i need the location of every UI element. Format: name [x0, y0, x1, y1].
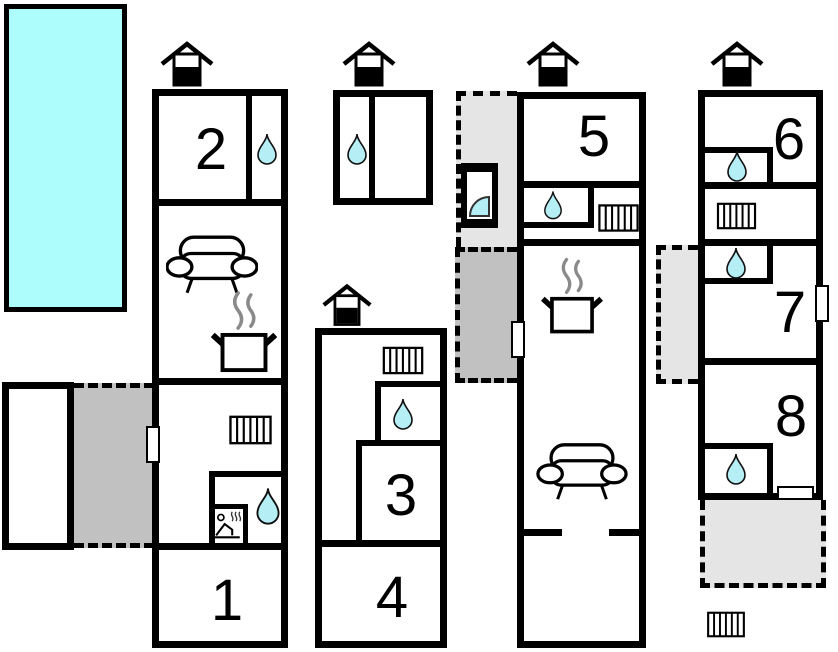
room-7-label: 7	[773, 280, 807, 345]
radiator-icon	[598, 204, 639, 232]
bottom-terrace	[700, 500, 826, 588]
house-icon	[160, 41, 214, 87]
wall-segment	[698, 182, 823, 189]
room-2-label: 2	[194, 117, 228, 182]
bathroom-d8	[700, 443, 773, 495]
room-4-label: 4	[375, 565, 409, 630]
entry-terrace-lower	[455, 247, 517, 383]
shower-icon	[468, 195, 490, 217]
sofa-icon	[536, 443, 628, 500]
wall-segment	[698, 358, 823, 365]
wall-segment	[369, 96, 375, 199]
stove-pot-icon	[541, 257, 603, 334]
bathroom-d6	[700, 147, 773, 187]
wall-segment	[609, 529, 646, 536]
water-drop-icon	[726, 247, 746, 279]
radiator-icon	[707, 611, 745, 638]
wall-segment	[315, 540, 447, 547]
wall-segment	[517, 239, 646, 246]
water-drop-icon	[727, 150, 747, 182]
wall-segment	[698, 239, 823, 246]
swimming-pool	[4, 4, 127, 312]
door-a	[146, 426, 160, 463]
house-icon	[322, 283, 372, 326]
side-terrace	[656, 245, 698, 384]
bathroom-b	[375, 381, 447, 445]
house-icon	[710, 41, 764, 87]
shower-tray	[467, 172, 492, 219]
garage	[2, 382, 74, 550]
bathroom-c	[517, 188, 594, 228]
building-c	[517, 92, 646, 648]
room-3-label: 3	[384, 463, 418, 528]
door-d-bottom	[777, 486, 814, 500]
door-d-right	[815, 285, 829, 322]
bathroom-a	[209, 471, 288, 547]
water-drop-icon	[347, 133, 367, 165]
radiator-icon	[382, 346, 424, 375]
room-1-label: 1	[210, 568, 244, 633]
shower-cabin	[461, 163, 498, 228]
stove-pot-icon	[210, 291, 278, 373]
room-8-label: 8	[774, 384, 808, 449]
wall-segment	[152, 378, 288, 385]
water-drop-icon	[544, 191, 562, 220]
room-3-box	[356, 440, 447, 545]
carport-terrace	[74, 383, 154, 548]
radiator-icon	[716, 202, 757, 230]
sauna-icon	[214, 511, 242, 539]
sofa-icon	[166, 235, 258, 294]
water-drop-icon	[393, 398, 413, 430]
water-drop-icon	[726, 453, 746, 485]
door-c	[511, 321, 525, 358]
bathroom-d7	[700, 246, 773, 284]
wall-segment	[246, 96, 252, 206]
wall-segment	[152, 199, 288, 206]
room-5-label: 5	[577, 104, 611, 169]
sauna-cabin	[209, 504, 248, 547]
water-drop-icon	[257, 133, 277, 165]
wall-segment	[517, 529, 562, 536]
water-drop-icon	[256, 488, 280, 525]
wall-segment	[517, 181, 646, 188]
radiator-icon	[229, 415, 272, 445]
wall-segment	[152, 543, 288, 550]
room-6-label: 6	[772, 107, 806, 172]
house-icon	[526, 41, 580, 87]
house-icon	[342, 41, 396, 87]
